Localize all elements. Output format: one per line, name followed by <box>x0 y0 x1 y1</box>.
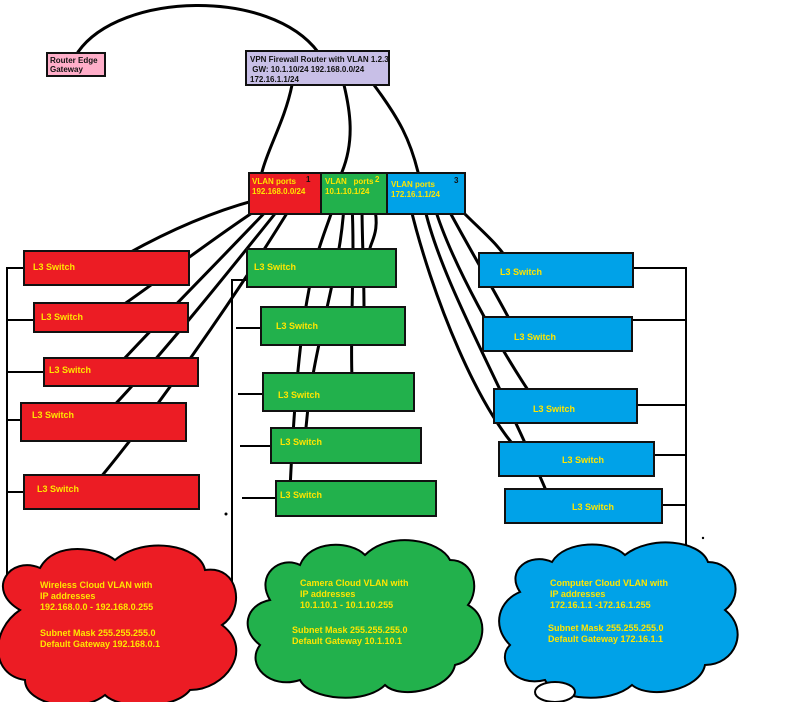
vlan-ports-2-number: 2 <box>375 175 380 184</box>
computer-cloud-range: 172.16.1.1 -172.16.1.255 <box>550 600 651 610</box>
red-bus <box>6 267 43 580</box>
vlan-ports-1: VLAN ports 192.168.0.0/24 1 <box>248 172 322 215</box>
computer-cloud <box>498 541 739 699</box>
computer-cloud-mask: Subnet Mask 255.255.255.0 <box>548 623 664 633</box>
vlan-ports-3-label: VLAN ports <box>391 180 435 189</box>
switch-label: L3 Switch <box>533 404 576 414</box>
vpn-router-line1: VPN Firewall Router with VLAN 1.2.3 <box>250 55 389 64</box>
vlan-ports-3-number: 3 <box>454 176 459 185</box>
switch-label: L3 Switch <box>254 262 297 272</box>
blue-link-3 <box>432 203 542 410</box>
red-link-4 <box>98 203 284 422</box>
switch-label: L3 Switch <box>49 365 92 375</box>
vlan-ports-1-subnet: 192.168.0.0/24 <box>252 187 306 196</box>
switch-label: L3 Switch <box>280 490 323 500</box>
trunk-link-3 <box>372 83 420 174</box>
wireless-cloud-title2: IP addresses <box>40 591 96 601</box>
vlan-ports-2-subnet: 10.1.10.1/24 <box>325 187 370 196</box>
vlan-ports-3-subnet: 172.16.1.1/24 <box>391 190 440 199</box>
camera-cloud <box>246 539 484 699</box>
small-cloud-bubble <box>534 681 576 702</box>
wireless-cloud-text: Wireless Cloud VLAN with IP addresses 19… <box>40 580 160 650</box>
camera-cloud-gateway: Default Gateway 10.1.10.1 <box>292 636 403 646</box>
computer-cloud-gateway: Default Gateway 172.16.1.1 <box>548 634 664 644</box>
l3-switch-green-2: L3 Switch <box>260 306 406 346</box>
trunk-link-1 <box>260 83 294 174</box>
red-link-3 <box>110 203 274 374</box>
computer-cloud-title2: IP addresses <box>550 589 606 599</box>
blue-bus <box>633 267 687 545</box>
vlan-ports-2: VLAN ports 10.1.10.1/24 2 <box>320 172 388 215</box>
l3-switch-red-5: L3 Switch <box>23 474 200 510</box>
wireless-cloud <box>0 544 238 702</box>
l3-switch-red-2: L3 Switch <box>33 302 189 333</box>
l3-switch-red-1: L3 Switch <box>23 250 190 286</box>
vlan-ports-2-label: VLAN ports <box>325 177 374 186</box>
l3-switch-red-3: L3 Switch <box>43 357 199 387</box>
l3-switch-red-4: L3 Switch <box>20 402 187 442</box>
vpn-router-line2: GW: 10.1.10/24 192.168.0.0/24 <box>250 65 365 74</box>
l3-switch-blue-2: L3 Switch <box>482 316 633 352</box>
router-edge-line1: Router Edge <box>50 56 98 65</box>
switch-label: L3 Switch <box>280 437 323 447</box>
vlan-ports-1-number: 1 <box>306 175 311 184</box>
router-edge-line2: Gateway <box>50 65 83 74</box>
green-bus <box>231 279 275 600</box>
computer-cloud-text: Computer Cloud VLAN with IP addresses 17… <box>548 578 668 645</box>
dot-mark <box>224 512 228 516</box>
switch-label: L3 Switch <box>500 267 543 277</box>
switch-label: L3 Switch <box>41 312 84 322</box>
wan-link <box>76 4 320 54</box>
wireless-cloud-mask: Subnet Mask 255.255.255.0 <box>40 628 156 638</box>
switch-label: L3 Switch <box>37 484 80 494</box>
switch-label: L3 Switch <box>278 390 321 400</box>
wireless-cloud-title1: Wireless Cloud VLAN with <box>40 580 153 590</box>
dot-mark <box>701 536 705 540</box>
l3-switch-blue-1: L3 Switch <box>478 252 634 288</box>
l3-switch-green-1: L3 Switch <box>246 248 397 288</box>
router-edge-gateway: Router Edge Gateway <box>46 52 106 77</box>
vlan-ports-1-label: VLAN ports <box>252 177 296 186</box>
switch-label: L3 Switch <box>32 410 75 420</box>
switch-label: L3 Switch <box>33 262 76 272</box>
l3-switch-blue-4: L3 Switch <box>498 441 655 477</box>
green-link-3 <box>350 203 355 380</box>
l3-switch-blue-3: L3 Switch <box>493 388 638 424</box>
switch-label: L3 Switch <box>514 332 557 342</box>
vpn-firewall-router: VPN Firewall Router with VLAN 1.2.3 GW: … <box>245 50 390 86</box>
red-link-5 <box>88 203 294 492</box>
camera-cloud-text: Camera Cloud VLAN with IP addresses 10.1… <box>292 578 409 647</box>
switch-label: L3 Switch <box>572 502 615 512</box>
switch-label: L3 Switch <box>562 455 605 465</box>
wireless-cloud-range: 192.168.0.0 - 192.168.0.255 <box>40 602 154 612</box>
l3-switch-blue-5: L3 Switch <box>504 488 663 524</box>
camera-cloud-range: 10.1.10.1 - 10.1.10.255 <box>300 600 394 610</box>
computer-cloud-title1: Computer Cloud VLAN with <box>550 578 668 588</box>
l3-switch-green-3: L3 Switch <box>262 372 415 412</box>
wireless-cloud-gateway: Default Gateway 192.168.0.1 <box>40 639 161 649</box>
vpn-router-line3: 172.16.1.1/24 <box>250 75 299 84</box>
l3-switch-green-5: L3 Switch <box>275 480 437 517</box>
l3-switch-green-4: L3 Switch <box>270 427 422 464</box>
camera-cloud-title1: Camera Cloud VLAN with <box>300 578 409 588</box>
camera-cloud-mask: Subnet Mask 255.255.255.0 <box>292 625 408 635</box>
switch-label: L3 Switch <box>276 321 319 331</box>
vlan-ports-3: VLAN ports 172.16.1.1/24 3 <box>386 172 466 215</box>
camera-cloud-title2: IP addresses <box>300 589 356 599</box>
trunk-link-2 <box>340 83 352 174</box>
